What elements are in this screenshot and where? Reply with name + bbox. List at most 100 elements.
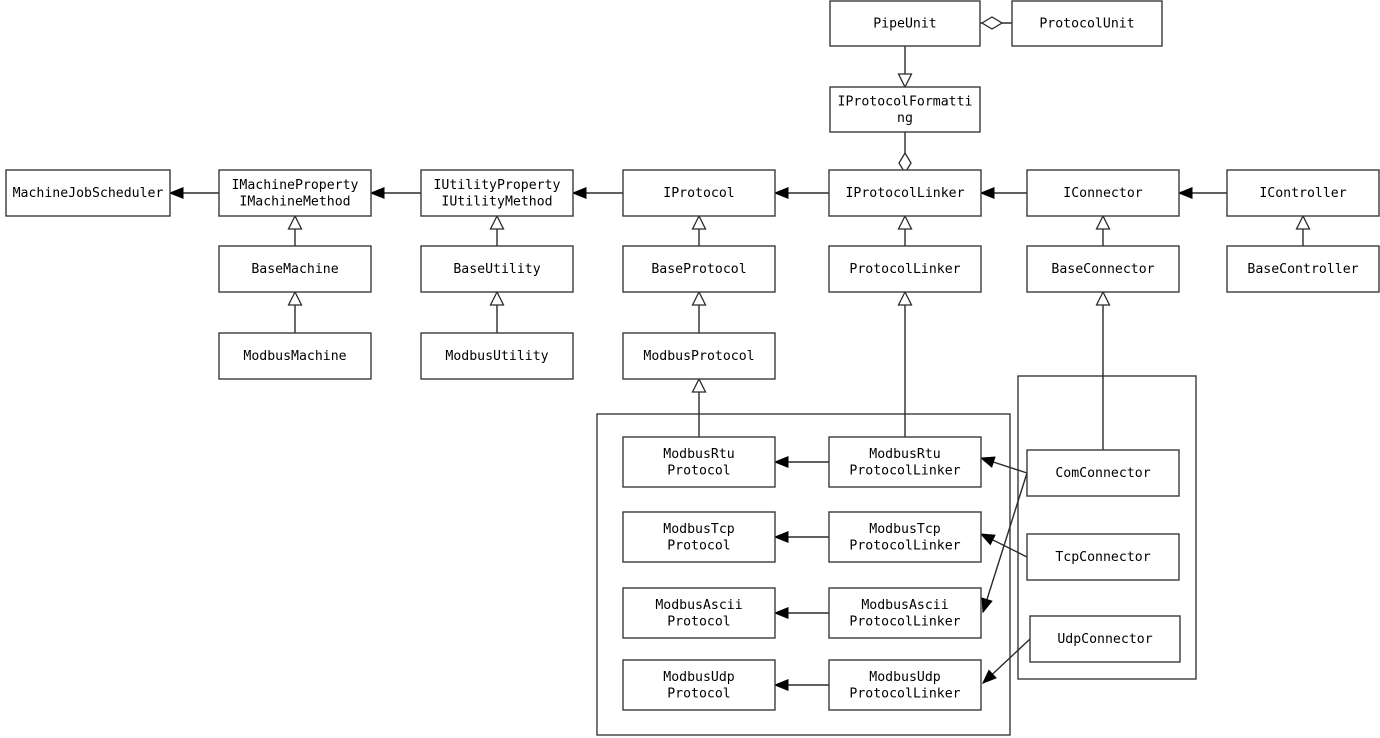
- class-box-ModbusUtility[interactable]: ModbusUtility: [420, 332, 574, 380]
- class-label: ModbusTcp: [663, 522, 735, 537]
- class-box-IController[interactable]: IController: [1226, 169, 1380, 217]
- class-label: BaseProtocol: [651, 262, 746, 277]
- class-box-ProtocolUnit[interactable]: ProtocolUnit: [1011, 0, 1163, 47]
- rtulinker-to-rtuprotocol: [773, 456, 829, 468]
- class-label: Protocol: [667, 686, 731, 701]
- class-label: ProtocolLinker: [849, 538, 960, 553]
- class-label: BaseMachine: [251, 262, 338, 277]
- class-box-IProtocolLinker[interactable]: IProtocolLinker: [828, 169, 982, 217]
- class-box-BaseProtocol[interactable]: BaseProtocol: [622, 245, 776, 293]
- class-label: Protocol: [667, 463, 731, 478]
- protocolunit-to-pipeunit: [980, 16, 1012, 30]
- class-label: ModbusUtility: [445, 349, 548, 364]
- basemachine-to-imachine: [287, 214, 303, 246]
- class-label: ModbusRtu: [869, 447, 940, 462]
- class-label: ProtocolLinker: [849, 614, 960, 629]
- class-label: BaseUtility: [453, 262, 540, 277]
- modbusrtulinker-to-protocollinker: [897, 290, 913, 437]
- class-label: TcpConnector: [1055, 550, 1150, 565]
- modbusprotocol-to-baseprotocol: [691, 290, 707, 333]
- class-label: Protocol: [667, 538, 731, 553]
- class-box-ModbusProtocol[interactable]: ModbusProtocol: [622, 332, 776, 380]
- basecontroller-to-icontroller: [1295, 214, 1311, 246]
- class-label: IUtilityProperty: [433, 178, 560, 193]
- class-box-BaseConnector[interactable]: BaseConnector: [1026, 245, 1180, 293]
- class-label: ModbusRtu: [663, 447, 734, 462]
- class-label: IController: [1259, 186, 1346, 201]
- class-label: IProtocolLinker: [845, 186, 964, 201]
- class-label: ModbusUdp: [663, 670, 735, 685]
- class-label: BaseConnector: [1051, 262, 1154, 277]
- pipeunit-to-iprotocolformatting: [897, 46, 913, 89]
- class-label: ProtocolLinker: [849, 463, 960, 478]
- class-box-TcpConnector[interactable]: TcpConnector: [1026, 533, 1180, 581]
- class-label: IMachineProperty: [231, 178, 358, 193]
- comconnector-to-baseconnector: [1095, 290, 1111, 450]
- class-box-BaseMachine[interactable]: BaseMachine: [218, 245, 372, 293]
- class-label: ModbusProtocol: [643, 349, 754, 364]
- comconnector-to-asciilinker: [981, 472, 1028, 614]
- comconnector-to-rtulinker: [979, 456, 1028, 474]
- class-label: ModbusAscii: [655, 598, 742, 613]
- class-box-IProtocolFormatting[interactable]: IProtocolFormatti ng: [829, 86, 981, 133]
- class-label: ModbusUdp: [869, 670, 941, 685]
- class-label: IUtilityMethod: [441, 194, 552, 209]
- class-box-PipeUnit[interactable]: PipeUnit: [829, 0, 981, 47]
- protocollinker-to-iprotocollinker: [897, 214, 913, 246]
- class-label: ProtocolLinker: [849, 686, 960, 701]
- imachine-to-scheduler: [168, 187, 219, 199]
- tcplinker-to-tcpprotocol: [773, 531, 829, 543]
- connector-group: [1017, 375, 1197, 680]
- class-label: Protocol: [667, 614, 731, 629]
- class-label: ModbusMachine: [243, 349, 346, 364]
- asciilinker-to-asciiprotocol: [773, 607, 829, 619]
- modbusrtuprotocol-to-modbusprotocol: [691, 377, 707, 437]
- group-boxes-layer: [596, 375, 1197, 736]
- class-label: ModbusTcp: [869, 522, 941, 537]
- class-label: ModbusAscii: [861, 598, 948, 613]
- tcpconnector-to-tcplinker: [979, 533, 1028, 558]
- modbusmachine-to-basemachine: [287, 290, 303, 333]
- class-box-ModbusMachine[interactable]: ModbusMachine: [218, 332, 372, 380]
- class-label: ProtocolUnit: [1039, 17, 1134, 32]
- class-label: UdpConnector: [1057, 632, 1152, 647]
- modbusutility-to-baseutility: [489, 290, 505, 333]
- class-label: ng: [897, 111, 913, 126]
- class-label: MachineJobScheduler: [13, 186, 164, 201]
- baseconnector-to-iconnector: [1095, 214, 1111, 246]
- class-label: BaseController: [1247, 262, 1358, 277]
- baseprotocol-to-iprotocol: [691, 214, 707, 246]
- baseutility-to-iutility: [489, 214, 505, 246]
- icontroller-to-iconnector: [1177, 187, 1227, 199]
- class-box-IProtocol[interactable]: IProtocol: [622, 169, 776, 217]
- iconnector-to-iprotocollinker: [979, 187, 1027, 199]
- class-box-ComConnector[interactable]: ComConnector: [1026, 449, 1180, 497]
- class-box-UdpConnector[interactable]: UdpConnector: [1029, 615, 1181, 663]
- class-label: ProtocolLinker: [849, 262, 960, 277]
- class-label: IProtocolFormatti: [838, 94, 973, 109]
- iprotocol-to-iutility: [571, 187, 623, 199]
- iprotocolformatting-to-iprotocollinker: [898, 132, 912, 175]
- udplinker-to-udpprotocol: [773, 679, 829, 691]
- class-box-IConnector[interactable]: IConnector: [1026, 169, 1180, 217]
- iutility-to-imachine: [369, 187, 421, 199]
- class-label: IProtocol: [663, 186, 734, 201]
- class-box-BaseController[interactable]: BaseController: [1226, 245, 1380, 293]
- class-box-ProtocolLinker[interactable]: ProtocolLinker: [828, 245, 982, 293]
- iprotocollinker-to-iprotocol: [773, 187, 829, 199]
- class-box-MachineJobScheduler[interactable]: MachineJobScheduler: [5, 169, 171, 217]
- class-box-BaseUtility[interactable]: BaseUtility: [420, 245, 574, 293]
